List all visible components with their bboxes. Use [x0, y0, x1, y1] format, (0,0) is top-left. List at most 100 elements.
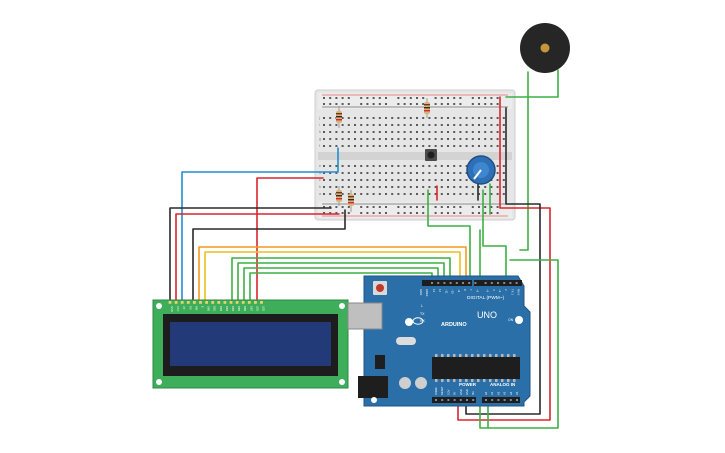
- digital-pin[interactable]: [503, 282, 506, 284]
- digital-pin[interactable]: [455, 282, 458, 284]
- bb-hole: [471, 193, 474, 195]
- bb-hole: [366, 117, 369, 119]
- bb-hole: [502, 172, 505, 174]
- power-pin-label: GND: [465, 389, 469, 395]
- bb-hole: [360, 212, 363, 214]
- digital-pin[interactable]: [431, 282, 433, 284]
- resistor-2[interactable]: [424, 98, 430, 118]
- bb-row-label: g: [319, 137, 321, 141]
- resistor-1[interactable]: [336, 106, 342, 128]
- digital-pin[interactable]: [484, 282, 487, 284]
- analog-pin[interactable]: [509, 399, 512, 401]
- usb-port: [347, 302, 383, 330]
- potentiometer[interactable]: [466, 155, 496, 185]
- lcd-pin[interactable]: [260, 301, 263, 304]
- analog-pin[interactable]: [516, 399, 518, 401]
- wire-bb-green-a[interactable]: [427, 189, 471, 286]
- digital-pin[interactable]: [474, 282, 477, 284]
- bb-hole: [440, 124, 443, 126]
- bb-hole: [434, 124, 437, 126]
- lcd-pin[interactable]: [174, 301, 178, 304]
- power-pin[interactable]: [472, 399, 475, 401]
- lcd-pin[interactable]: [168, 301, 172, 304]
- wire-lcd-green-2[interactable]: [237, 262, 445, 303]
- digital-pin[interactable]: [490, 282, 493, 284]
- analog-pin[interactable]: [491, 399, 494, 401]
- bb-hole: [323, 165, 325, 167]
- digital-pin[interactable]: [449, 282, 452, 284]
- buzzer[interactable]: [520, 23, 570, 73]
- lcd-pin[interactable]: [211, 301, 215, 304]
- resistor-3[interactable]: [336, 186, 342, 206]
- wire-bb-black-a[interactable]: [465, 107, 541, 415]
- wire-lcd-blue[interactable]: [181, 147, 339, 303]
- analog-pin[interactable]: [485, 399, 487, 401]
- power-pin[interactable]: [435, 399, 437, 401]
- power-pin[interactable]: [453, 399, 456, 401]
- digital-pin[interactable]: [462, 282, 464, 284]
- wire-lcd-green-1[interactable]: [231, 257, 451, 303]
- power-pin-label: Vin: [471, 391, 475, 395]
- bb-hole: [347, 131, 350, 133]
- reset-button[interactable]: [373, 281, 387, 295]
- lcd-pin[interactable]: [241, 301, 245, 304]
- bb-hole: [434, 212, 437, 214]
- bb-hole: [422, 206, 425, 208]
- lcd-pin[interactable]: [223, 301, 227, 304]
- power-pin[interactable]: [441, 399, 444, 401]
- digital-pin[interactable]: [443, 282, 446, 284]
- lcd-pin[interactable]: [229, 301, 233, 304]
- wire-lcd-black-1[interactable]: [169, 207, 332, 303]
- power-pin-label: IOREF: [434, 387, 438, 395]
- bb-hole: [403, 172, 406, 174]
- resistor-4[interactable]: [348, 190, 354, 212]
- lcd-pin[interactable]: [193, 301, 196, 304]
- lcd-pin[interactable]: [254, 301, 257, 304]
- power-pin[interactable]: [447, 399, 450, 401]
- wire-lcd-red-1[interactable]: [256, 177, 324, 303]
- wire-bb-red-a[interactable]: [457, 96, 551, 421]
- lcd-pin[interactable]: [247, 301, 251, 304]
- lcd-pin[interactable]: [180, 301, 184, 304]
- wire-buzzer-1[interactable]: [505, 69, 559, 98]
- lcd-pin[interactable]: [235, 301, 239, 304]
- power-pin[interactable]: [459, 399, 462, 401]
- wire-lcd-red-2[interactable]: [175, 213, 340, 303]
- lcd-pin[interactable]: [217, 301, 221, 304]
- wire-lcd-black-2[interactable]: [192, 209, 346, 303]
- bb-hole: [391, 165, 394, 167]
- bb-hole: [440, 117, 443, 119]
- wire-lcd-yellow[interactable]: [204, 251, 461, 303]
- digital-pin[interactable]: [509, 282, 512, 284]
- bb-hole: [329, 131, 332, 133]
- bb-hole: [422, 117, 425, 119]
- wire-bb-green-b[interactable]: [482, 189, 507, 286]
- wire-buzzer-2[interactable]: [519, 71, 529, 251]
- bb-hole: [335, 145, 338, 147]
- lcd-pin[interactable]: [199, 301, 202, 304]
- bb-hole: [360, 97, 363, 99]
- lcd-pin[interactable]: [205, 301, 208, 304]
- digital-pin[interactable]: [515, 282, 518, 284]
- bb-hole: [397, 172, 400, 174]
- bb-hole: [453, 124, 456, 126]
- bb-hole: [447, 193, 449, 195]
- bb-hole: [502, 117, 505, 119]
- digital-pin[interactable]: [437, 282, 440, 284]
- digital-pin[interactable]: [468, 282, 471, 284]
- wire-lcd-orange[interactable]: [198, 246, 467, 303]
- lcd-pin[interactable]: [186, 301, 190, 304]
- analog-pin[interactable]: [497, 399, 500, 401]
- bb-hole: [409, 124, 412, 126]
- chip-leg: [507, 379, 510, 382]
- wire-bb-green-d[interactable]: [487, 259, 559, 429]
- bb-hole: [459, 179, 462, 181]
- analog-pin[interactable]: [503, 399, 506, 401]
- pushbutton[interactable]: [425, 149, 437, 161]
- bb-hole: [453, 131, 456, 133]
- power-pin[interactable]: [466, 399, 468, 401]
- digital-pin[interactable]: [497, 282, 499, 284]
- arduino-uno[interactable]: DIGITAL (PWM~) ARDUINO UNO POWER ANALOG …: [347, 275, 531, 407]
